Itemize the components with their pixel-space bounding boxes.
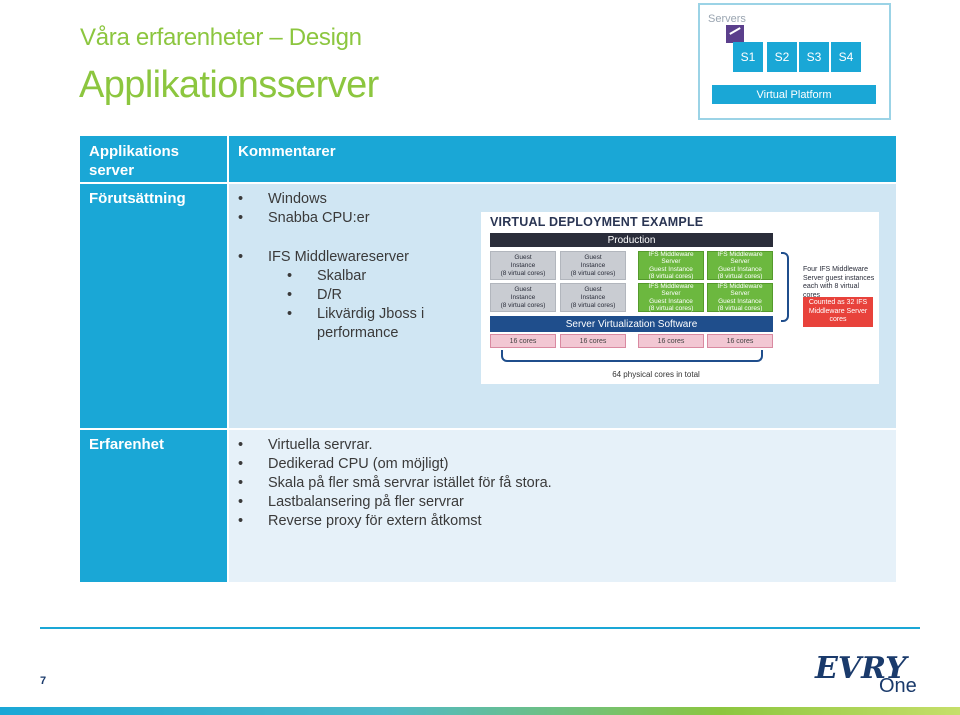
server-s1: S1 [733,42,763,72]
page-number: 7 [40,675,47,687]
production-bar: Production [490,233,773,247]
middleware-brace [781,252,789,322]
server-s3: S3 [799,42,829,72]
server-s2: S2 [767,42,797,72]
section-subtitle: Våra erfarenheter – Design [80,24,362,51]
logo-evry-text: EVRY [814,651,909,686]
counted-cores-badge: Counted as 32 IFS Middleware Server core… [803,297,873,327]
logo-one-text: One [879,675,917,696]
list-item: Snabba CPU:er [238,209,369,229]
core-block: 16 cores [560,334,626,348]
row-label-forutsattning: Förutsättning [80,184,227,428]
footer-rule [40,627,920,629]
servers-label: Servers [708,13,746,25]
physical-cores-brace [501,350,763,362]
row-content-erfarenhet: Virtuella servrar. Dedikerad CPU (om möj… [229,430,896,582]
evry-one-logo: EVRY One [814,651,917,696]
list-item: Lastbalansering på fler servrar [238,493,464,513]
list-item: Skala på fler små servrar istället för f… [238,474,552,494]
core-block: 16 cores [707,334,773,348]
deployment-diagram: VIRTUAL DEPLOYMENT EXAMPLE Production Gu… [481,212,879,384]
page-title: Applikationsserver [79,64,379,106]
virtualization-bar: Server Virtualization Software [490,316,773,332]
list-item: Virtuella servrar. [238,436,372,456]
table-header-comments: Kommentarer [229,136,896,182]
ifs-logo-icon [726,25,744,43]
diagram-title: VIRTUAL DEPLOYMENT EXAMPLE [490,215,704,229]
core-block: 16 cores [638,334,704,348]
list-item: Dedikerad CPU (om möjligt) [238,455,448,475]
list-item: D/R [287,286,342,306]
server-s4: S4 [831,42,861,72]
virtual-platform-bar: Virtual Platform [712,85,876,104]
list-item: Reverse proxy för extern åtkomst [238,512,482,532]
list-item: performance [317,325,399,341]
core-block: 16 cores [490,334,556,348]
list-item: Likvärdig Jboss i [287,305,424,325]
servers-widget: Servers S1 S2 S3 S4 Virtual Platform [698,3,891,120]
footer-gradient-bar [0,707,960,715]
row-label-erfarenhet: Erfarenhet [80,430,227,582]
physical-cores-label: 64 physical cores in total [612,370,700,379]
list-item: Skalbar [287,267,366,287]
list-item: Windows [238,190,327,210]
middleware-note: Four IFS Middleware Server guest instanc… [803,266,875,299]
table-header-server: Applikations server [80,136,227,182]
list-item: IFS Middlewareserver [238,248,409,268]
